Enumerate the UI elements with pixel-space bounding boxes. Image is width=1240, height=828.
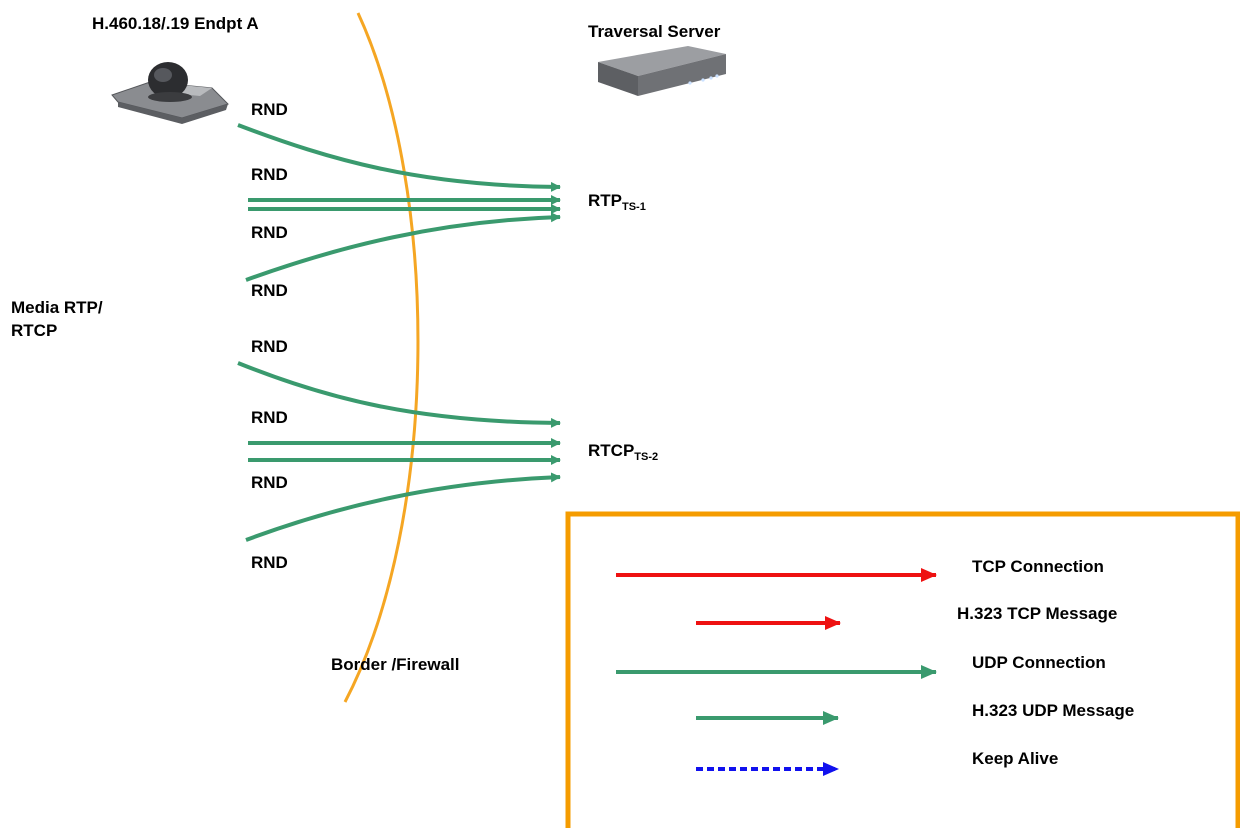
- server-title: Traversal Server: [588, 22, 721, 41]
- rtcp-destination-subscript: TS-2: [634, 451, 659, 463]
- firewall-boundary-line: [343, 12, 420, 703]
- firewall-label: Border /Firewall: [331, 655, 460, 674]
- rnd-label: RND: [251, 553, 288, 572]
- rtcp-arrow-curved-bottom: [245, 472, 561, 542]
- rtcp-arrow-curved-top: [237, 361, 561, 428]
- legend-keep-alive-label: Keep Alive: [972, 749, 1059, 768]
- rtcp-arrow-group: [237, 361, 561, 542]
- legend-udp-connection-label: UDP Connection: [972, 653, 1106, 672]
- rtcp-destination-label: RTCPTS-2: [588, 441, 658, 464]
- legend-box-border: [565, 511, 1240, 828]
- endpoint-device-icon: [111, 62, 229, 124]
- rnd-label: RND: [251, 408, 288, 427]
- rnd-label: RND: [251, 473, 288, 492]
- rtp-destination-subscript: TS-1: [622, 201, 646, 213]
- rtcp-destination-main: RTCP: [588, 441, 635, 460]
- rnd-label: RND: [251, 337, 288, 356]
- traversal-server-icon: [598, 46, 726, 96]
- rnd-label: RND: [251, 100, 288, 119]
- rtp-arrow-group: [237, 123, 561, 282]
- rnd-label: RND: [251, 223, 288, 242]
- legend-h323-tcp-label: H.323 TCP Message: [957, 604, 1118, 623]
- endpoint-title: H.460.18/.19 Endpt A: [92, 14, 259, 33]
- rnd-label: RND: [251, 165, 288, 184]
- legend-tcp-connection-label: TCP Connection: [972, 557, 1104, 576]
- rtp-destination-main: RTP: [588, 191, 622, 210]
- rnd-label: RND: [251, 281, 288, 300]
- legend-h323-udp-label: H.323 UDP Message: [972, 701, 1135, 720]
- media-label: Media RTP/ RTCP: [11, 298, 103, 340]
- rtp-arrow-curved-bottom: [245, 212, 561, 282]
- rtp-arrow-curved-top: [237, 123, 561, 192]
- rtp-destination-label: RTPTS-1: [588, 191, 646, 214]
